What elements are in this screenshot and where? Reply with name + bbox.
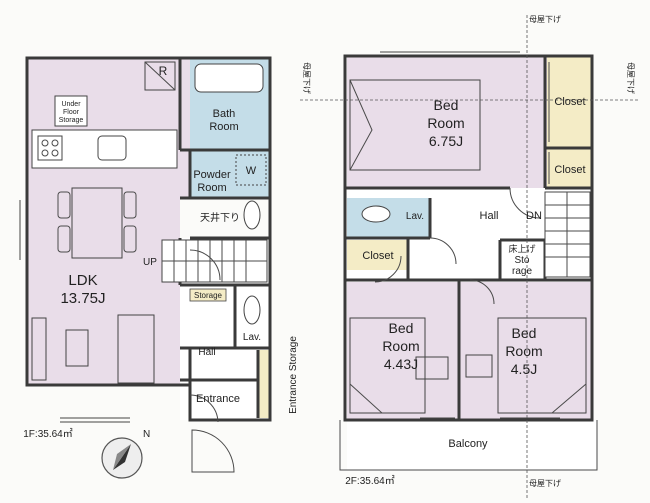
floor-2: Bed Room 6.75J Closet Closet Lav. Hall D…: [300, 15, 640, 500]
sofa: [117, 314, 155, 384]
compass: N: [101, 429, 150, 479]
powder-room-label-2: Room: [197, 182, 226, 194]
ceiling-hatch-label: 天井下り: [200, 211, 240, 224]
bed-room-1-floor: [347, 56, 547, 188]
eave-mark-bottom: 母屋下げ: [529, 479, 561, 488]
washer-mark: W: [246, 165, 257, 177]
toilet-icon: [243, 200, 261, 230]
bed-room-2-size: 4.43J: [384, 356, 418, 372]
bed-room-3-label-2: Room: [505, 343, 542, 359]
bed-2: [349, 317, 426, 414]
closet-2-floor: [547, 148, 592, 188]
bed-room-1-size: 6.75J: [429, 133, 463, 149]
eave-mark-left: 母屋下げ: [302, 62, 311, 94]
powder-room-label-1: Powder: [193, 169, 231, 181]
entrance-storage-area: [258, 350, 270, 418]
eave-mark-right: 母屋下げ: [626, 62, 635, 94]
storage-label: Storage: [194, 291, 223, 300]
ldk-floor: [27, 58, 180, 384]
lav-2f-floor: [347, 198, 431, 238]
bath-room-label-2: Room: [209, 121, 238, 133]
coffee-table: [65, 329, 89, 367]
bed-room-3-size: 4.5J: [511, 361, 537, 377]
entrance-storage-label: Entrance Storage: [288, 336, 299, 414]
bed-room-1-label-2: Room: [427, 115, 464, 131]
desk-3: [465, 354, 493, 378]
closet-1-label: Closet: [554, 96, 585, 108]
stairs-1f: [161, 239, 268, 283]
floor-storage-label-1: 床上げ: [508, 243, 535, 254]
bed-3: [497, 317, 587, 414]
lav-label-2f: Lav.: [406, 211, 424, 222]
floor-1-area: 1F:35.64㎡: [23, 428, 72, 440]
dn-label: DN: [526, 210, 542, 222]
stove-icon: [37, 135, 63, 161]
bed-room-1-label-1: Bed: [434, 97, 459, 113]
closet-3-floor: [347, 240, 409, 270]
hall-label-2f: Hall: [480, 210, 499, 222]
up-label: UP: [143, 257, 157, 268]
closet-1-floor: [547, 56, 592, 148]
floor-storage-label-3: rage: [512, 266, 532, 277]
floor-1: R Under Floor Storage LDK 13.75J Bath Ro…: [19, 56, 299, 473]
refrigerator-mark: R: [159, 64, 168, 78]
balcony-floor: [347, 420, 597, 470]
ldk-name: LDK: [68, 272, 97, 289]
bed-room-3-label-1: Bed: [512, 325, 537, 341]
under-floor-storage-box: [54, 95, 88, 127]
washer-icon: [235, 154, 267, 186]
hall-label-1f: Hall: [198, 347, 215, 358]
floor-storage-label-2: Sto: [514, 255, 529, 266]
floor-2-area: 2F:35.64㎡: [345, 475, 394, 487]
under-floor-storage-label-3: Storage: [59, 117, 84, 124]
bed-room-3-floor: [459, 282, 592, 420]
ldk-size: 13.75J: [60, 290, 105, 307]
tv-stand: [31, 317, 47, 381]
under-floor-storage-label-1: Under: [61, 101, 81, 108]
bed-room-2-floor: [347, 282, 459, 420]
toilet-icon: [361, 205, 391, 223]
bathtub-icon: [194, 63, 264, 93]
refrigerator-icon: [144, 61, 176, 91]
entrance-label: Entrance: [196, 393, 240, 405]
compass-north: N: [143, 429, 150, 440]
floor-2-outer-wall: [343, 54, 594, 422]
eave-mark-top: 母屋下げ: [529, 15, 561, 24]
dining-table: [71, 187, 123, 259]
bed-room-2-label-1: Bed: [389, 320, 414, 336]
desk-2: [415, 356, 449, 380]
bed-1: [349, 79, 481, 171]
stairs-2f: [544, 191, 591, 278]
under-floor-storage-label-2: Floor: [63, 109, 80, 116]
front-door: [191, 429, 235, 473]
closet-2-label: Closet: [554, 164, 585, 176]
bed-room-2-label-2: Room: [382, 338, 419, 354]
powder-room-floor: [190, 150, 270, 198]
sink-icon: [97, 135, 127, 161]
toilet-icon: [243, 295, 261, 325]
balcony-label: Balcony: [448, 438, 488, 450]
lav-label-1f: Lav.: [243, 332, 261, 343]
closet-3-label: Closet: [362, 250, 393, 262]
bath-room-label-1: Bath: [213, 108, 236, 120]
